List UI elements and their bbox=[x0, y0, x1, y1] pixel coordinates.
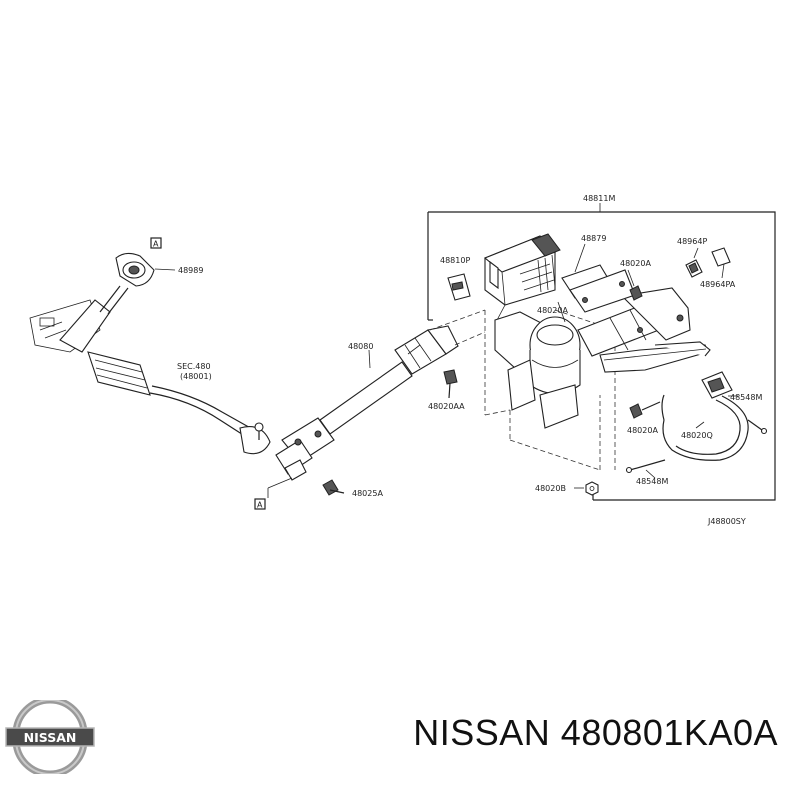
intermediate-shaft bbox=[275, 325, 459, 481]
reference-a-bottom: A bbox=[257, 501, 263, 510]
label-sec480-sub: (48001) bbox=[180, 372, 212, 381]
logo-text: NISSAN bbox=[24, 730, 77, 745]
bolts-48020a bbox=[557, 269, 661, 419]
clips-48964 bbox=[685, 247, 731, 279]
assembly-frame bbox=[427, 203, 776, 501]
label-sec480: SEC.480 bbox=[177, 362, 211, 371]
label-48025a: 48025A bbox=[352, 489, 383, 498]
label-48879: 48879 bbox=[581, 234, 606, 243]
eps-motor-column bbox=[494, 269, 711, 429]
bolt-48020aa bbox=[443, 369, 458, 399]
label-48811m: 48811M bbox=[583, 194, 615, 203]
part-caption: NISSAN 480801KA0A bbox=[413, 712, 778, 753]
reference-a-top: A bbox=[153, 240, 159, 249]
label-48020a-low: 48020A bbox=[627, 426, 658, 435]
label-48080: 48080 bbox=[348, 342, 373, 351]
label-48548m-right: 48548M bbox=[730, 393, 762, 402]
label-48810p: 48810P bbox=[440, 256, 470, 265]
callout-labels: A A 48811M 48879 48964P 48810P 48020A 48… bbox=[150, 194, 762, 526]
reference-box bbox=[254, 498, 266, 510]
steering-gear-assembly bbox=[29, 252, 271, 455]
label-48964pa: 48964PA bbox=[700, 280, 736, 289]
nissan-logo: NISSAN bbox=[5, 700, 95, 774]
label-48020a-top: 48020A bbox=[620, 259, 651, 268]
wire-harness bbox=[625, 371, 768, 479]
label-48548m-bottom: 48548M bbox=[636, 477, 668, 486]
label-48020a-mid: 48020A bbox=[537, 306, 568, 315]
control-unit bbox=[447, 233, 613, 323]
label-48020q: 48020Q bbox=[681, 431, 713, 440]
nut-48020b bbox=[585, 481, 599, 496]
label-48989: 48989 bbox=[178, 266, 203, 275]
label-48020b: 48020B bbox=[535, 484, 566, 493]
bolt-48025a bbox=[267, 477, 345, 498]
label-48020aa: 48020AA bbox=[428, 402, 465, 411]
reference-box bbox=[150, 237, 162, 249]
drawing-code: J48800SY bbox=[707, 517, 746, 526]
label-48964p: 48964P bbox=[677, 237, 707, 246]
